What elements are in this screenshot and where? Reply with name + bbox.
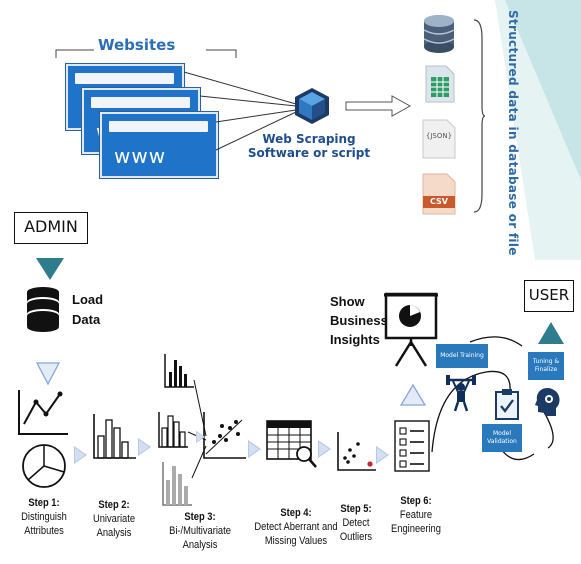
back-arrow-icon: ←: [105, 112, 115, 125]
json-file-icon: {JSON}: [420, 118, 458, 160]
database-icon: [422, 14, 456, 59]
web-scraping-label: Web Scraping Software or script: [244, 132, 374, 160]
insights-line3: Insights: [330, 332, 380, 347]
step-2-line1: Univariate: [92, 513, 136, 525]
business-insights-label: Show Business Insights: [330, 292, 388, 349]
back-arrow-icon: ←: [71, 64, 81, 77]
step-arrow-3a: [195, 430, 206, 444]
websites-bracket: [55, 44, 256, 69]
database-stack-icon: [26, 286, 60, 339]
presentation-board-icon: [384, 292, 438, 373]
json-label: {JSON}: [425, 132, 453, 140]
step-6-line2: Engineering: [391, 523, 441, 535]
tuning-line2: Finalize: [534, 366, 558, 373]
bar-chart-outline-icon: [92, 414, 136, 465]
step-1-caption: Step 1: Distinguish Attributes: [14, 496, 74, 538]
step-3-line2: Analysis: [182, 539, 218, 551]
web-scraping-label-line1: Web Scraping: [262, 132, 356, 146]
csv-label: CSV: [430, 197, 448, 206]
brain-gear-icon: [534, 386, 562, 421]
brace: [472, 18, 486, 219]
csv-file-icon: CSV: [420, 172, 458, 216]
websites-title: Websites: [98, 36, 176, 54]
spreadsheet-icon: [424, 64, 456, 109]
user-box: USER: [524, 280, 574, 312]
step-arrow-4: [318, 440, 331, 458]
website-card-3: ← www: [100, 112, 218, 178]
step-1-line1: Distinguish: [21, 511, 67, 523]
clipboard-check-icon: [494, 388, 520, 425]
up-arrow-outline-icon: [399, 383, 427, 411]
load-data-line1: Load: [72, 292, 104, 307]
tuning-finalize-box: Tuning & Finalize: [528, 352, 564, 380]
insights-line1: Show: [330, 294, 365, 309]
step-2-title: Step 2:: [98, 499, 130, 511]
step-5-title: Step 5:: [340, 503, 372, 515]
load-data-line2: Data: [72, 312, 101, 327]
bar-chart-filled-icon: [164, 354, 194, 393]
step-6-caption: Step 6: Feature Engineering: [384, 494, 448, 536]
outlier-scatter-icon: [336, 432, 376, 477]
step-arrow-5: [376, 446, 389, 464]
step-2-line2: Analysis: [96, 527, 132, 539]
web-scraping-label-line2: Software or script: [247, 146, 371, 160]
www-label: www: [114, 144, 167, 168]
load-data-label: Load Data: [72, 290, 103, 330]
step-6-line1: Feature: [399, 509, 433, 521]
step-4-title: Step 4:: [280, 507, 312, 519]
bar-chart-gray-icon: [162, 462, 192, 511]
weightlifter-icon: [446, 374, 476, 417]
step-arrow-3: [248, 440, 261, 458]
step-5-line2: Outliers: [339, 531, 373, 543]
step-arrow-2: [138, 438, 151, 456]
step-arrow-1: [74, 446, 87, 464]
down-arrow-outline-icon: [35, 362, 61, 391]
scrape-lines: [0, 0, 581, 205]
bar-chart-small-icon: [158, 412, 188, 453]
model-validation-box: Model Validation: [482, 424, 522, 452]
step-5-line1: Detect: [342, 517, 370, 529]
step-1-line2: Attributes: [24, 525, 64, 537]
step-4-caption: Step 4: Detect Aberrant and Missing Valu…: [244, 506, 348, 548]
model-training-box: Model Training: [436, 344, 488, 368]
step-4-line2: Missing Values: [264, 535, 328, 547]
line-chart-icon: [16, 388, 70, 441]
step-3-title: Step 3:: [184, 511, 216, 523]
background-stripe: [495, 0, 581, 260]
down-arrow-icon: [36, 258, 64, 285]
step-5-caption: Step 5: Detect Outliers: [332, 502, 380, 544]
up-arrow-icon: [538, 322, 564, 349]
table-magnifier-icon: [266, 420, 318, 475]
step-4-line1: Detect Aberrant and: [254, 521, 338, 533]
cube-icon: [292, 86, 332, 131]
step-6-title: Step 6:: [400, 495, 432, 507]
step-1-title: Step 1:: [28, 497, 60, 509]
insights-line2: Business: [330, 313, 388, 328]
step-3-line1: Bi-/Multivariate: [169, 525, 231, 537]
tuning-line1: Tuning &: [532, 358, 560, 365]
step-2-caption: Step 2: Univariate Analysis: [84, 498, 144, 540]
pie-chart-icon: [20, 442, 68, 495]
checklist-icon: [394, 420, 430, 477]
admin-box: ADMIN: [14, 212, 88, 244]
back-arrow-icon: ←: [87, 88, 97, 101]
step-3-caption: Step 3: Bi-/Multivariate Analysis: [160, 510, 240, 552]
output-label: Structured data in database or file: [506, 10, 520, 256]
